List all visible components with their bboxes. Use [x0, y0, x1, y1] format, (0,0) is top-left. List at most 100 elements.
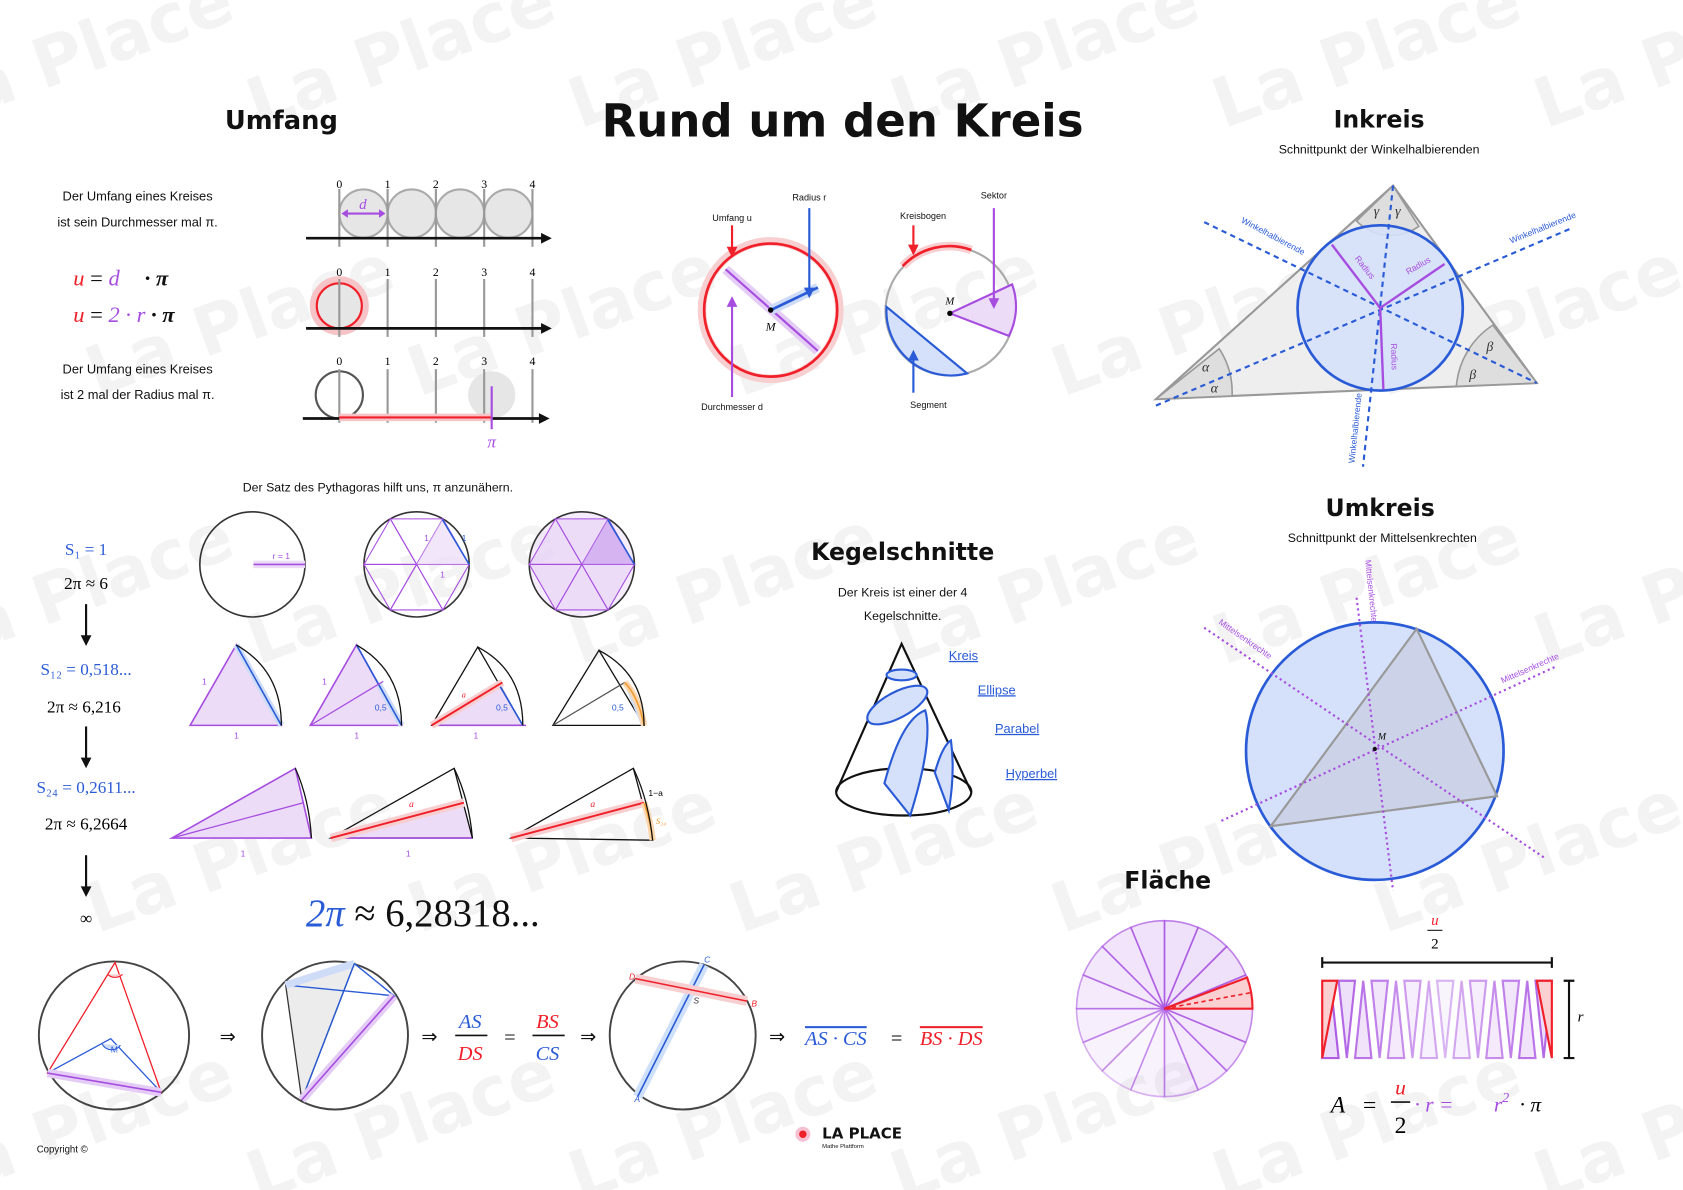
tick-label: 3: [481, 177, 487, 191]
pythagoras-intro: Der Satz des Pythagoras hilft uns, π anz…: [243, 480, 513, 494]
point-a: A: [633, 1094, 640, 1104]
label-one-c: 1: [440, 569, 445, 579]
alpha-label-1: α: [1202, 360, 1210, 375]
beta-label-2: β: [1468, 368, 1476, 383]
umfang-text-2b: ist 2 mal der Radius mal π.: [61, 387, 215, 402]
gamma-label-1: γ: [1374, 205, 1380, 220]
r-dimension: r: [1578, 1010, 1584, 1026]
wedge2-base: 1: [406, 848, 411, 858]
tri3-base: 1: [473, 730, 478, 740]
d-label: d: [359, 197, 367, 213]
unrolled-sector: [1468, 979, 1488, 1059]
frac-equals: =: [504, 1027, 516, 1049]
circle-sector: [1075, 1007, 1165, 1044]
alpha-label-2: α: [1211, 382, 1219, 397]
unrolled-sector: [1419, 980, 1439, 1060]
circle-sector: [1129, 1008, 1166, 1098]
formula-r-squared: r2: [1494, 1091, 1509, 1117]
product-left: AS · CS: [803, 1028, 867, 1050]
point-c: C: [704, 955, 711, 965]
kegelschnitte-section: Kegelschnitte Der Kreis ist einer der 4 …: [811, 538, 1057, 818]
inkreis-subtitle: Schnittpunkt der Winkelhalbierenden: [1279, 142, 1480, 156]
flaeche-heading: Fläche: [1124, 866, 1211, 894]
tick-label: 0: [336, 354, 342, 368]
circle-parts-section: M Umfang u Radius r Durchmesser d M Krei…: [697, 191, 1018, 412]
umfang-text-1a: Der Umfang eines Kreises: [63, 189, 213, 204]
two-pi-result: 2π ≈ 6,28318...: [306, 893, 540, 935]
triangle-3: a 0,5 1: [429, 645, 527, 740]
frac1-num: AS: [457, 1011, 482, 1033]
durchmesser-label: Durchmesser d: [701, 402, 763, 412]
umfang-label: Umfang u: [712, 213, 751, 223]
wedge1-base: 1: [241, 848, 246, 858]
kegel-text-1: Der Kreis ist einer der 4: [838, 586, 968, 600]
unrolled-sector: [1337, 979, 1357, 1059]
tri2-side: 1: [322, 677, 327, 687]
link-ellipse[interactable]: Ellipse: [978, 682, 1016, 697]
unrolled-sector: [1435, 979, 1455, 1059]
half-sector-right: [1535, 979, 1553, 1059]
infinity: ∞: [80, 909, 92, 928]
kreisbogen-label: Kreisbogen: [900, 211, 946, 221]
copyright: Copyright ©: [37, 1144, 88, 1155]
link-hyperbel[interactable]: Hyperbel: [1006, 766, 1057, 781]
chord-m-label: M: [111, 1045, 118, 1055]
point-d: D: [629, 972, 635, 982]
tri4-half: 0,5: [612, 702, 624, 712]
watermark-text: La Place: [1524, 0, 1683, 145]
implies-1: ⇒: [220, 1027, 236, 1048]
link-kreis[interactable]: Kreis: [949, 648, 978, 663]
frac2-den: CS: [536, 1043, 560, 1065]
watermark-text: La Place: [0, 496, 244, 681]
formula-pi: · π: [1520, 1093, 1543, 1117]
pythagoras-section: Der Satz des Pythagoras hilft uns, π anz…: [36, 480, 666, 935]
wedge-1: 1: [168, 767, 313, 858]
tri3-a: a: [462, 689, 466, 699]
formula-u-2r-pi: u = 2 · r · π: [73, 302, 175, 327]
tick-label: 1: [385, 265, 391, 279]
watermark-text: La Place: [397, 228, 726, 413]
center-label: M: [765, 319, 777, 333]
frac1-den: DS: [457, 1043, 483, 1065]
wedge-3: a 1−a S₂₄: [508, 767, 666, 843]
tick-label: 4: [530, 354, 536, 368]
label-one-a: 1: [424, 533, 429, 543]
link-parabel[interactable]: Parabel: [995, 721, 1039, 736]
umkreis-section: Umkreis Schnittpunkt der Mittelsenkrecht…: [1203, 494, 1561, 891]
tick-label: 1: [385, 354, 391, 368]
unrolled-sector: [1386, 980, 1406, 1060]
circle-sector: [1101, 1008, 1166, 1092]
step-1-s: S₁ = 1: [65, 540, 107, 559]
logo: LA PLACE Mathe Plattform: [795, 1124, 902, 1150]
point-b: B: [751, 999, 757, 1009]
radius-label: Radius r: [792, 193, 826, 203]
wedge3-s24: S₂₄: [656, 816, 666, 826]
step-2-approx: 2π ≈ 6,216: [47, 697, 121, 716]
segment-label: Segment: [910, 400, 947, 410]
formula-two: 2: [1395, 1113, 1407, 1139]
bisector-label-2: Winkelhalbierende: [1508, 210, 1577, 246]
step-3-approx: 2π ≈ 6,2664: [45, 814, 128, 833]
tick-label: 0: [336, 265, 342, 279]
umkreis-center: M: [1377, 731, 1387, 742]
watermark-text: La Place: [0, 1033, 244, 1190]
tick-label: 3: [481, 354, 487, 368]
frac2-num: BS: [536, 1011, 559, 1033]
unrolled-sector: [1501, 979, 1521, 1059]
unrolled-sector: [1452, 980, 1472, 1060]
bisector-label-3: Winkelhalbierende: [1346, 392, 1363, 463]
circle-sector: [1075, 973, 1165, 1010]
tri2-half: 0,5: [375, 702, 387, 712]
bisector-label-1: Winkelhalbierende: [1240, 215, 1307, 257]
page-title: Rund um den Kreis: [602, 94, 1084, 147]
implies-4: ⇒: [769, 1027, 785, 1048]
formula-a: A: [1329, 1093, 1346, 1119]
label-one-b: 1: [462, 533, 467, 543]
half-sector-left: [1321, 979, 1339, 1059]
product-equals: =: [891, 1028, 903, 1050]
formula-eq: =: [1363, 1093, 1376, 1119]
umfang-section: Umfang Der Umfang eines Kreises ist sein…: [57, 106, 552, 451]
formula-u-d-pi: u = d · π: [73, 265, 169, 290]
center-label-2: M: [944, 296, 955, 308]
